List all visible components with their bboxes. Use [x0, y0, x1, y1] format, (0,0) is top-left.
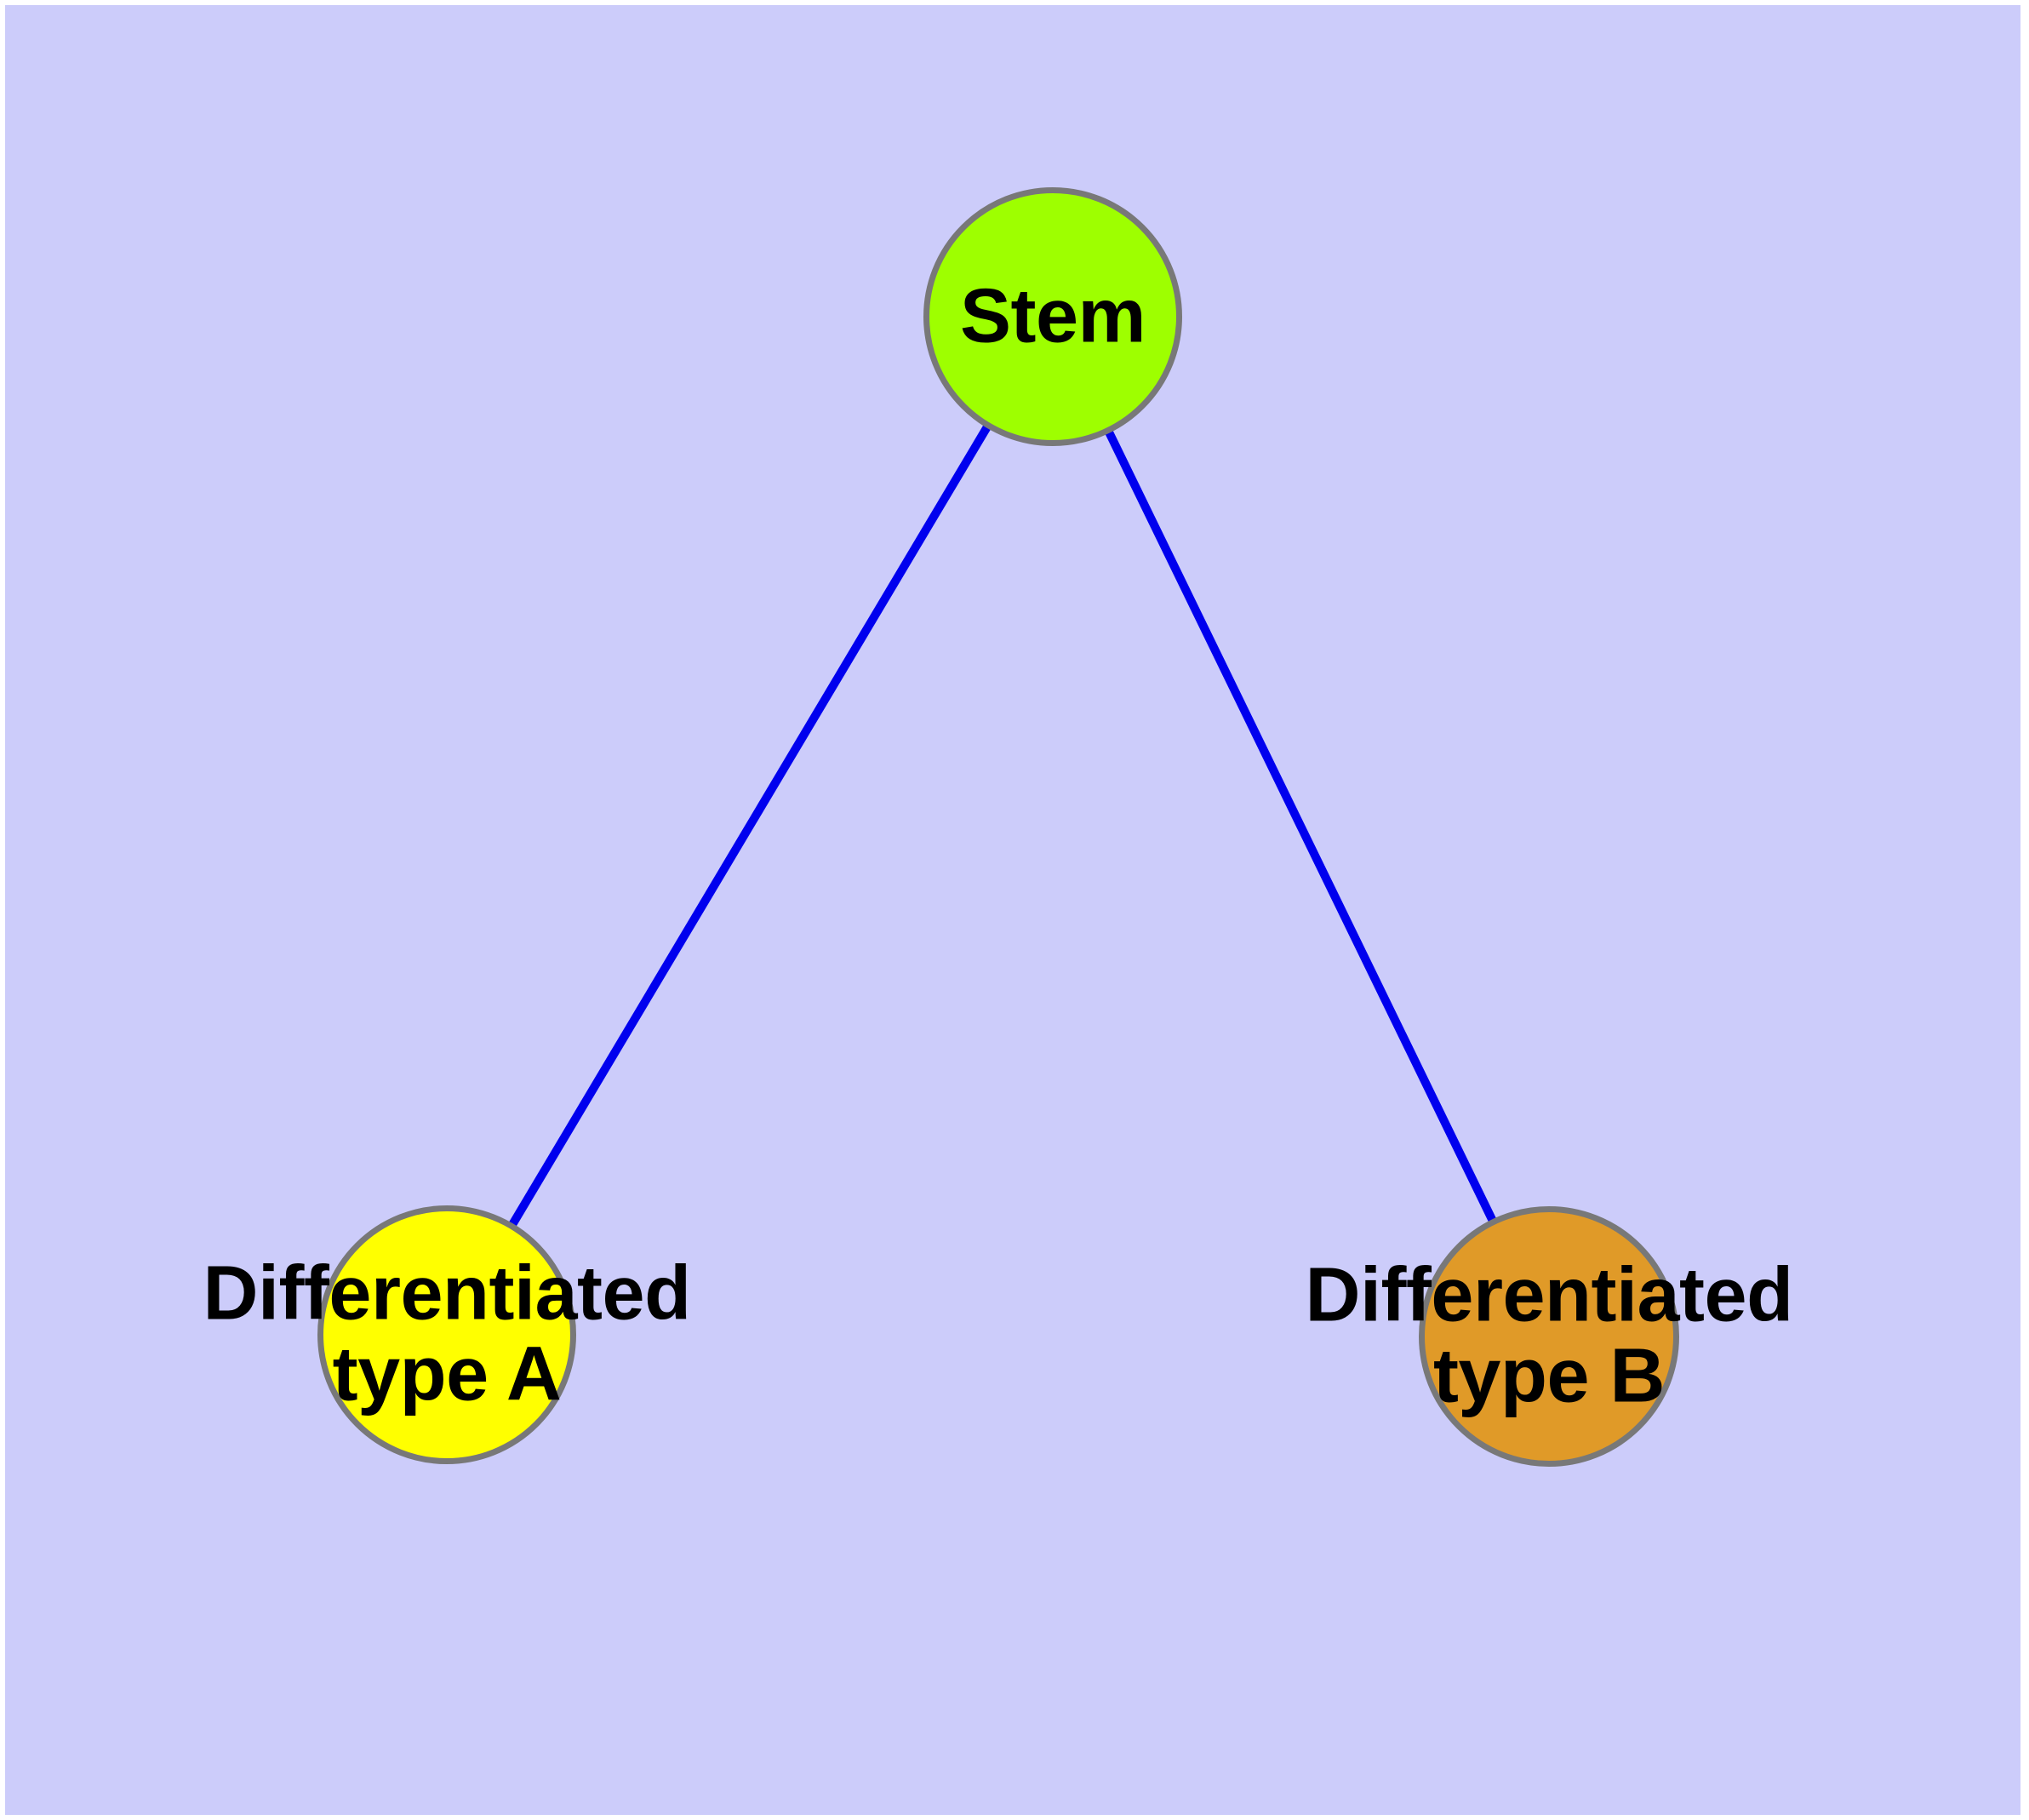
node-circle-diff_b[interactable]: [1419, 1206, 1679, 1467]
edge-stem-diff-b[interactable]: [1104, 427, 1498, 1225]
edges-layer: [507, 422, 1498, 1229]
edge-stem-diff-a[interactable]: [507, 422, 992, 1229]
nodes-layer: [317, 187, 1679, 1467]
node-circle-diff_a[interactable]: [317, 1205, 576, 1464]
node-circle-stem[interactable]: [923, 187, 1182, 446]
